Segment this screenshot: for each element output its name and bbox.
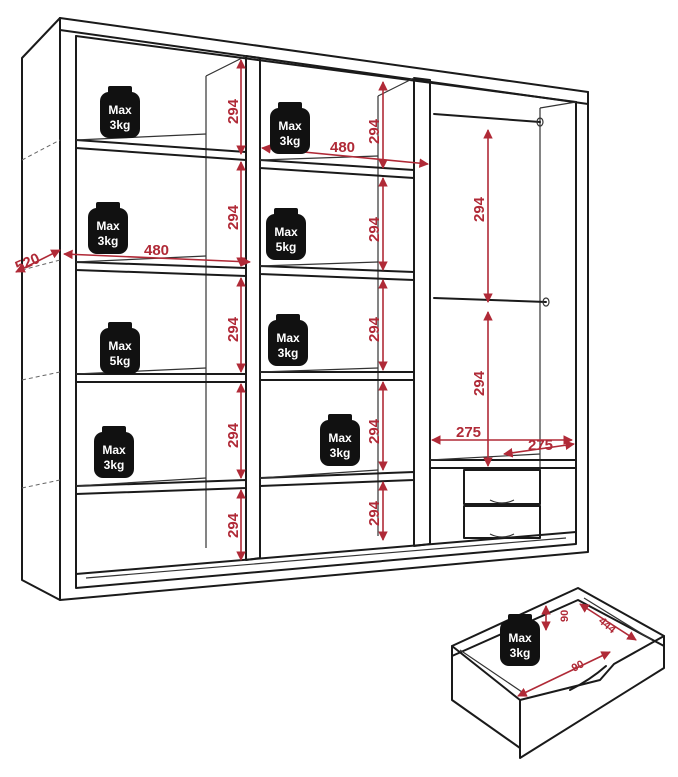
svg-text:3kg: 3kg xyxy=(98,234,119,248)
weight-icon: Max 3kg xyxy=(268,314,308,366)
dim-label-left-2: 294 xyxy=(225,204,242,230)
svg-text:5kg: 5kg xyxy=(276,240,297,254)
dim-label-left-3: 294 xyxy=(225,316,242,342)
weight-icon: Max 3kg xyxy=(100,86,140,138)
dim-label-mid-4: 294 xyxy=(366,418,383,444)
svg-text:Max: Max xyxy=(274,225,298,239)
svg-text:Max: Max xyxy=(108,339,132,353)
dim-label-mid-2: 294 xyxy=(366,216,383,242)
svg-text:3kg: 3kg xyxy=(330,446,351,460)
svg-text:5kg: 5kg xyxy=(110,354,131,368)
dim-label-mid-5: 294 xyxy=(366,500,383,526)
svg-text:Max: Max xyxy=(96,219,120,233)
svg-text:Max: Max xyxy=(508,631,532,645)
svg-text:3kg: 3kg xyxy=(510,646,531,660)
weight-icon: Max 3kg xyxy=(500,614,540,666)
dim-label-right-2: 294 xyxy=(471,370,488,396)
hanging-compartment xyxy=(429,113,577,539)
dim-label-drawer-depth: 275 xyxy=(528,437,553,454)
drawer-dim-height-label: 90 xyxy=(559,610,571,622)
weight-icon: Max 5kg xyxy=(266,208,306,260)
svg-text:3kg: 3kg xyxy=(110,118,131,132)
svg-text:Max: Max xyxy=(276,331,300,345)
dim-label-left-1: 294 xyxy=(225,98,242,124)
dim-label-left-5: 294 xyxy=(225,512,242,538)
svg-text:Max: Max xyxy=(102,443,126,457)
dim-label-mid-1: 294 xyxy=(366,118,383,144)
svg-text:3kg: 3kg xyxy=(280,134,301,148)
dimension-lines xyxy=(15,59,575,561)
svg-text:Max: Max xyxy=(108,103,132,117)
weight-icon: Max 3kg xyxy=(88,202,128,254)
drawer-detail: 90 90 444 Max 3kg xyxy=(451,587,665,759)
dim-label-depth: 520 xyxy=(13,250,43,276)
svg-text:Max: Max xyxy=(278,119,302,133)
weight-icon: Max 3kg xyxy=(270,102,310,154)
weight-icon: Max 5kg xyxy=(100,322,140,374)
drawer-dim-depth-label: 444 xyxy=(596,615,618,637)
dimension-labels: 294 294 294 294 294 294 294 294 294 294 … xyxy=(13,98,553,538)
dim-label-mid-3: 294 xyxy=(366,316,383,342)
drawer-dim-width-label: 90 xyxy=(570,658,586,674)
dim-label-left-4: 294 xyxy=(225,422,242,448)
svg-text:Max: Max xyxy=(328,431,352,445)
svg-text:3kg: 3kg xyxy=(278,346,299,360)
dim-label-width-left: 480 xyxy=(144,242,169,259)
dim-label-drawer-width: 275 xyxy=(456,424,481,441)
dim-label-width-mid: 480 xyxy=(330,139,355,156)
weight-icon: Max 3kg xyxy=(320,414,360,466)
dim-label-right-1: 294 xyxy=(471,196,488,222)
weight-icon: Max 3kg xyxy=(94,426,134,478)
svg-text:3kg: 3kg xyxy=(104,458,125,472)
